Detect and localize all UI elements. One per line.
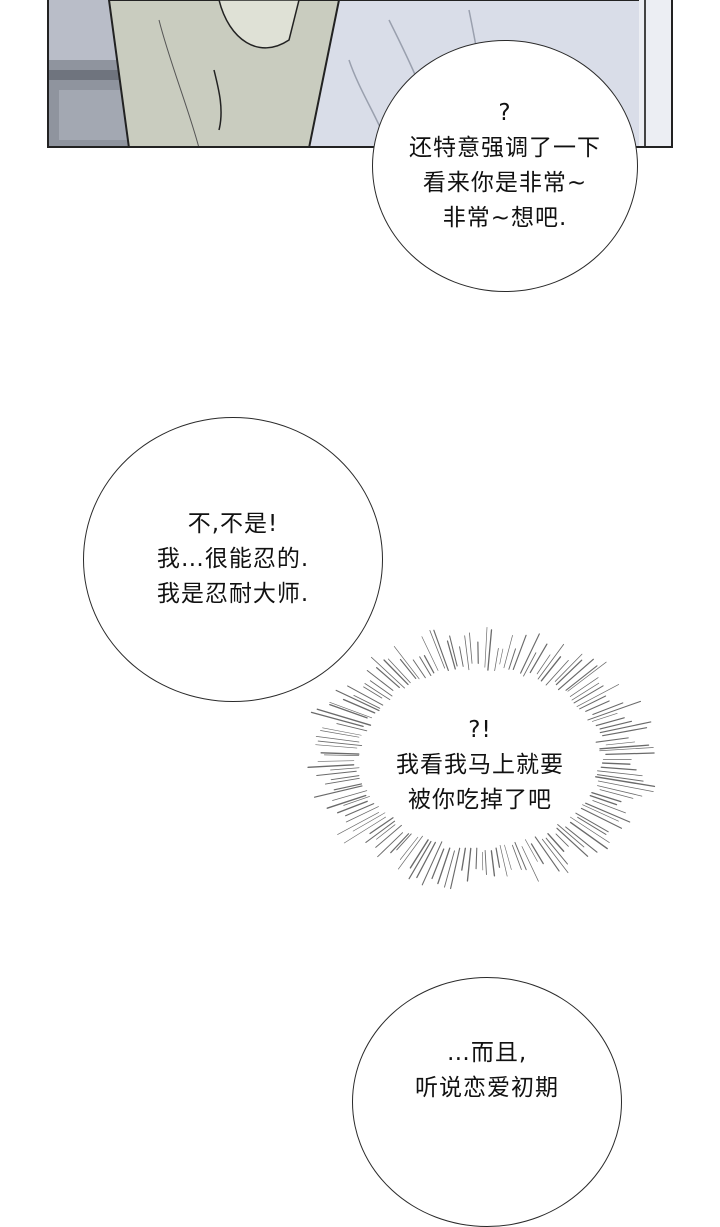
- burst-ray: [570, 678, 598, 697]
- burst-ray: [438, 848, 450, 883]
- burst-ray: [371, 657, 404, 688]
- bubble-3-line-1: …而且,: [447, 1036, 527, 1071]
- burst-ray: [451, 848, 460, 888]
- burst-line-1: ?!: [468, 713, 491, 748]
- burst-ray: [504, 845, 511, 870]
- burst-ray: [541, 657, 560, 681]
- bubble-2-line-3: 我是忍耐大师.: [157, 577, 309, 612]
- burst-line-2: 我看我马上就要: [396, 748, 564, 783]
- burst-ray: [308, 765, 354, 767]
- burst-ray: [476, 848, 477, 869]
- burst-ray: [465, 636, 469, 670]
- burst-ray: [410, 840, 428, 868]
- burst-ray: [485, 850, 486, 874]
- burst-ray: [377, 668, 400, 688]
- burst-ray: [542, 839, 568, 872]
- burst-ray: [391, 834, 409, 853]
- speech-bubble-1: ? 还特意强调了一下 看来你是非常~ 非常~想吧.: [372, 40, 638, 292]
- burst-ray: [500, 649, 503, 664]
- bubble-1-line-4: 非常~想吧.: [443, 201, 568, 236]
- bubble-2-line-2: 我…很能忍的.: [157, 542, 309, 577]
- bubble-1-line-1: ?: [498, 96, 511, 131]
- bubble-2-line-1: 不,不是!: [188, 507, 279, 542]
- burst-ray: [488, 630, 492, 670]
- bubble-3-line-2: 听说恋爱初期: [415, 1071, 559, 1106]
- burst-ray: [485, 627, 487, 667]
- burst-ray: [513, 635, 526, 669]
- burst-ray: [521, 634, 540, 673]
- burst-ray: [606, 742, 635, 745]
- burst-ray: [432, 849, 444, 878]
- burst-ray: [469, 633, 472, 663]
- burst-ray: [318, 761, 354, 762]
- burst-line-3: 被你吃掉了吧: [408, 783, 552, 818]
- burst-ray: [400, 660, 415, 679]
- burst-ray: [430, 630, 445, 668]
- burst-bubble: ?! 我看我马上就要 被你吃掉了吧: [350, 700, 610, 830]
- burst-ray: [460, 647, 464, 667]
- burst-ray: [495, 648, 499, 670]
- burst-ray: [491, 851, 494, 876]
- burst-ray: [434, 630, 449, 670]
- speech-bubble-3: …而且, 听说恋爱初期: [352, 977, 622, 1227]
- burst-ray: [444, 851, 454, 887]
- burst-ray: [512, 845, 521, 869]
- bubble-1-line-3: 看来你是非常~: [423, 166, 587, 201]
- burst-ray: [462, 848, 466, 870]
- bubble-1-line-2: 还特意强调了一下: [409, 131, 601, 166]
- burst-ray: [606, 753, 654, 754]
- burst-ray: [496, 848, 499, 867]
- burst-ray: [467, 848, 470, 881]
- burst-ray: [538, 644, 564, 679]
